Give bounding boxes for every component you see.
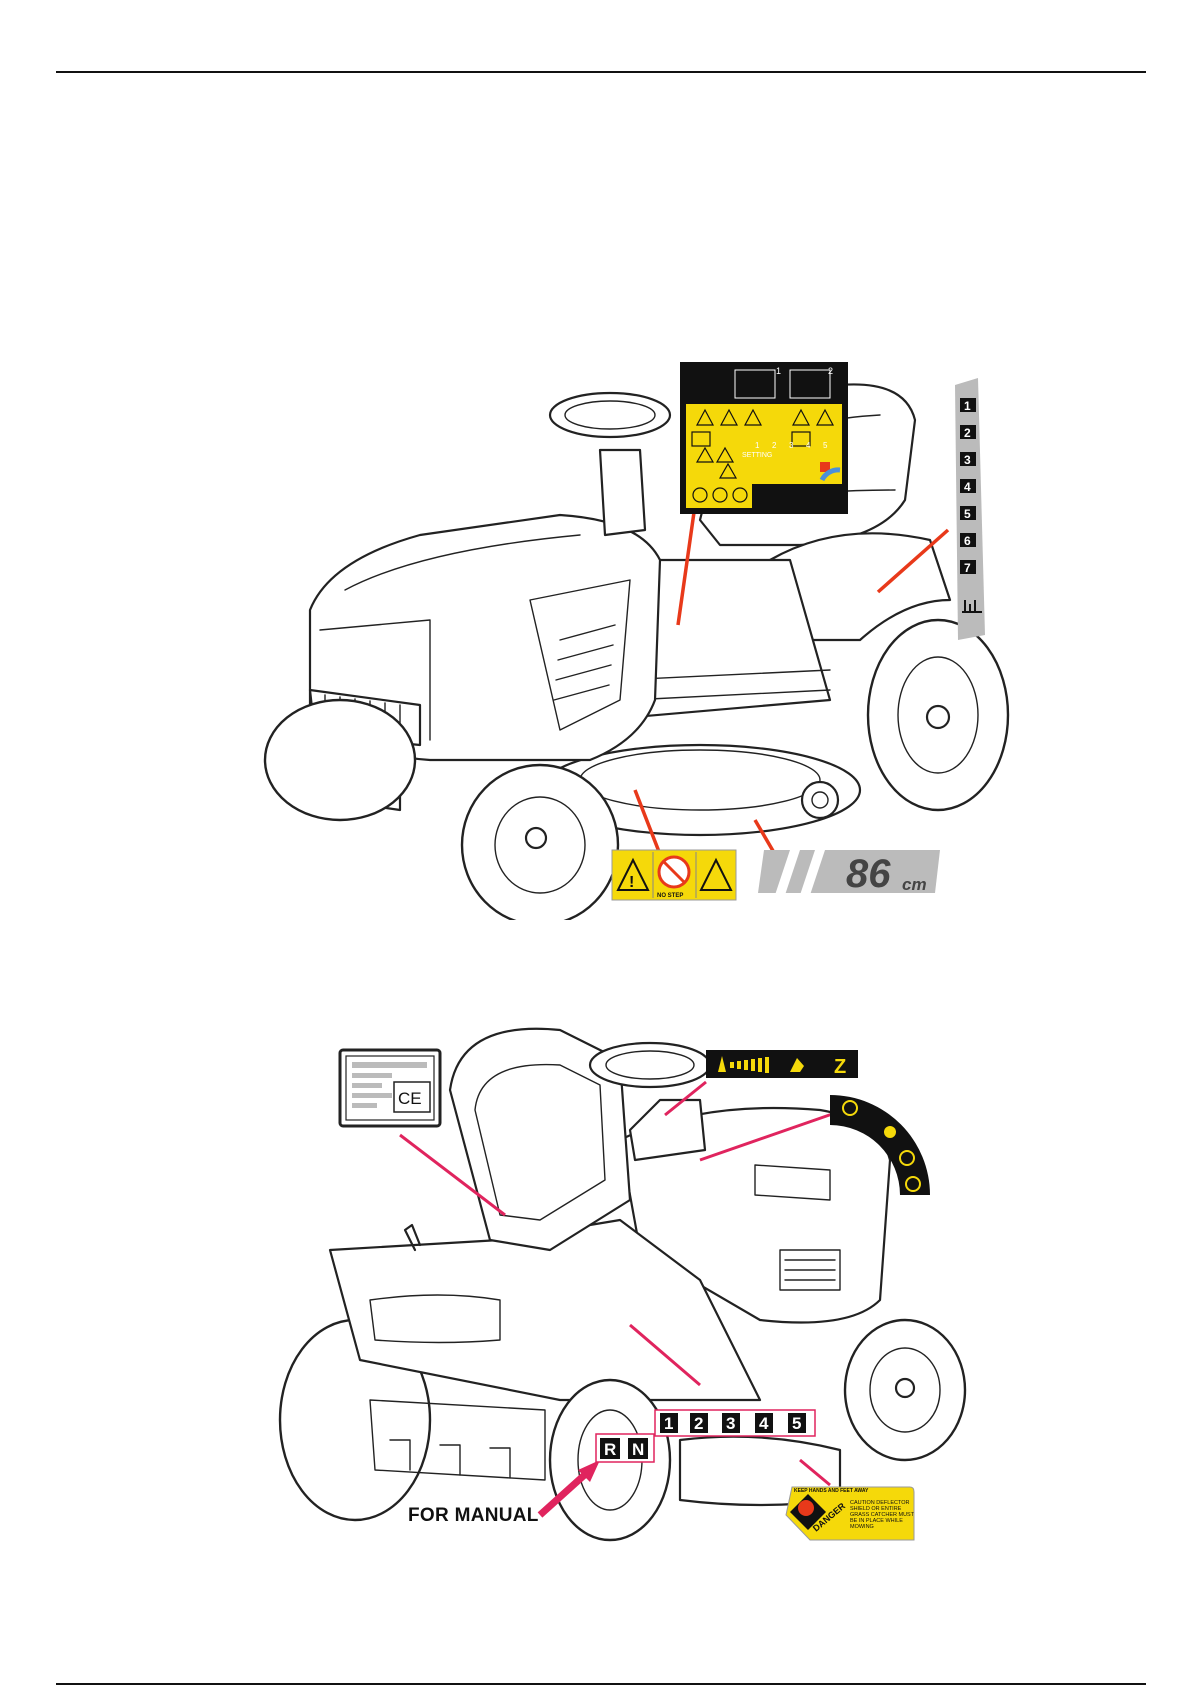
figure-rear-view: CE Z 1 2 3 4 5 R N [0,1020,1192,1550]
panel-label-3: 3 [789,441,794,450]
height-1: 1 [964,399,971,413]
gear-1: 1 [664,1414,673,1433]
gear-2: 2 [694,1414,703,1433]
gear-5: 5 [792,1414,801,1433]
panel-label-1: 1 [755,441,760,450]
throttle-letter: Z [834,1056,846,1078]
height-4: 4 [964,480,971,494]
gear-reverse: R [604,1440,616,1459]
height-5: 5 [964,507,971,521]
panel-label-4: 4 [806,441,811,450]
lawn-tractor-front-view-icon [265,384,1008,920]
throttle-decal-icon: Z [706,1050,858,1078]
deck-size-value: 86 [846,852,891,896]
gear-3: 3 [726,1414,735,1433]
ce-mark: CE [398,1089,422,1108]
figure-front-view: 1 2 SETTING 1 2 3 4 5 1 2 3 4 5 6 7 [0,330,1192,920]
no-step-text: NO STEP [657,893,683,899]
gear-neutral: N [632,1440,644,1459]
svg-text:!: ! [629,874,634,891]
ce-plate-icon: CE [340,1050,440,1126]
for-manual-label: FOR MANUAL [408,1505,539,1527]
danger-header: KEEP HANDS AND FEET AWAY [794,1488,869,1494]
danger-text: CAUTION DEFLECTOR SHIELD OR ENTIRE GRASS… [850,1500,914,1530]
height-6: 6 [964,534,971,548]
height-scale-decal-icon: 1 2 3 4 5 6 7 [955,378,985,640]
panel-number-2: 2 [828,366,833,376]
panel-label-5: 5 [823,441,828,450]
height-2: 2 [964,426,971,440]
height-3: 3 [964,453,971,467]
panel-setting-text: SETTING [742,452,772,459]
gear-4: 4 [759,1414,769,1433]
no-step-decal-icon: ! NO STEP [612,850,736,900]
warning-decal-panel-icon: 1 2 SETTING 1 2 3 4 5 [680,362,848,514]
deck-size-unit: cm [902,875,927,894]
panel-number-1: 1 [776,366,781,376]
deck-size-decal-icon: 86 cm [758,850,940,896]
danger-decal-icon: KEEP HANDS AND FEET AWAY DANGER CAUTION … [786,1487,914,1540]
panel-label-2: 2 [772,441,777,450]
header-rule [56,71,1146,73]
height-7: 7 [964,561,971,575]
